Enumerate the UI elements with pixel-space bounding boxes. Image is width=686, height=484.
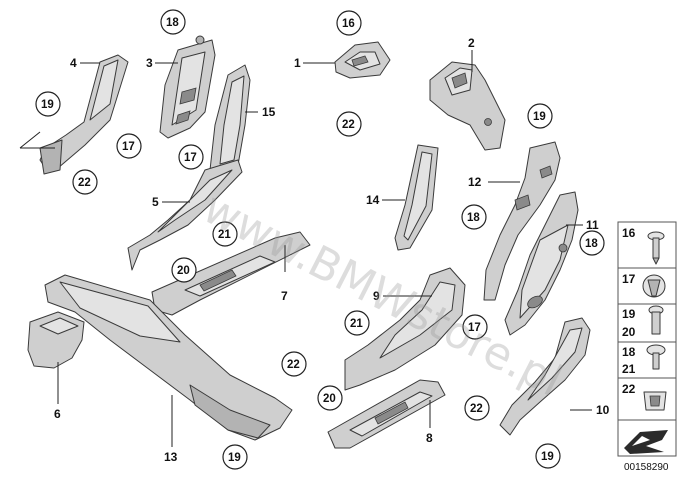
legend-label-18: 18 (622, 345, 636, 359)
svg-text:17: 17 (122, 141, 135, 153)
svg-text:20: 20 (323, 393, 336, 405)
part-12-bracket[interactable] (483, 141, 561, 301)
ref-bubble: 21 (344, 310, 370, 336)
part-15-panel[interactable] (209, 64, 251, 173)
leader-lines (19, 50, 592, 447)
callout-12: 12 (468, 175, 482, 189)
direction-arrow-icon (624, 430, 668, 454)
ref-bubble: 17 (462, 314, 488, 340)
bolt-icon (648, 305, 664, 335)
ref-bubble: 22 (281, 351, 307, 377)
callout-10: 10 (596, 403, 610, 417)
callout-14: 14 (366, 193, 380, 207)
callout-11: 11 (586, 218, 599, 232)
svg-text:21: 21 (218, 229, 231, 241)
ref-bubble: 18 (160, 9, 186, 35)
callout-2: 2 (468, 36, 475, 50)
callout-6: 6 (54, 407, 61, 421)
ref-bubble: 19 (535, 443, 561, 469)
part-5-trim[interactable] (127, 159, 243, 271)
screw-icon (647, 231, 665, 265)
ref-bubble: 16 (336, 10, 362, 36)
ref-bubble: 22 (336, 111, 362, 137)
legend-label-16: 16 (622, 226, 636, 240)
svg-text:17: 17 (468, 322, 481, 334)
part-11-panel[interactable] (504, 191, 579, 336)
callout-7: 7 (281, 289, 288, 303)
callout-9: 9 (373, 289, 380, 303)
ref-bubble: 18 (461, 204, 487, 230)
ref-bubble: 21 (212, 221, 238, 247)
ref-bubble: 17 (116, 133, 142, 159)
svg-text:19: 19 (533, 111, 546, 123)
callout-4: 4 (70, 56, 77, 70)
legend-label-21: 21 (622, 362, 636, 376)
legend-label-17: 17 (622, 272, 636, 286)
svg-text:22: 22 (78, 177, 91, 189)
legend-label-20: 20 (622, 325, 636, 339)
ref-bubble: 19 (222, 444, 248, 470)
svg-text:20: 20 (177, 265, 190, 277)
ref-bubble: 17 (178, 144, 204, 170)
part-6-corner[interactable] (27, 311, 85, 369)
ref-bubble: 22 (72, 169, 98, 195)
callout-3: 3 (146, 56, 153, 70)
ref-bubble: 19 (35, 91, 61, 117)
svg-text:21: 21 (350, 318, 363, 330)
svg-text:19: 19 (541, 451, 554, 463)
nut-clip-icon (643, 391, 667, 411)
svg-text:18: 18 (467, 212, 480, 224)
fastener-legend: 16 17 19 20 18 21 22 (617, 221, 677, 457)
legend-cell-18-21 (617, 341, 677, 379)
clip-icon (642, 274, 666, 298)
ref-bubble: 20 (171, 257, 197, 283)
svg-text:19: 19 (41, 99, 54, 111)
callout-1: 1 (294, 56, 301, 70)
ref-bubble: 20 (317, 385, 343, 411)
ref-bubble: 22 (464, 395, 490, 421)
svg-text:18: 18 (166, 17, 179, 29)
callout-15: 15 (262, 105, 276, 119)
svg-text:22: 22 (287, 359, 300, 371)
part-14-strip[interactable] (394, 144, 439, 251)
part-10-trim[interactable] (499, 317, 591, 436)
part-1-clip[interactable] (334, 41, 391, 79)
svg-text:22: 22 (470, 403, 483, 415)
legend-label-19: 19 (622, 307, 636, 321)
part-2-bracket[interactable] (429, 61, 506, 151)
circled-refs: 18 16 22 19 17 22 17 19 21 20 18 18 21 1… (35, 9, 605, 470)
svg-text:17: 17 (184, 152, 197, 164)
ref-bubble: 18 (579, 230, 605, 256)
callout-5: 5 (152, 195, 159, 209)
svg-text:16: 16 (342, 18, 355, 30)
svg-text:18: 18 (585, 238, 598, 250)
button-screw-icon (646, 344, 666, 370)
part-8-sill-plate[interactable] (327, 379, 446, 449)
part-3-bracket[interactable] (159, 35, 216, 139)
part-13-sill-trim[interactable] (44, 274, 293, 441)
callouts: 4 3 1 2 15 5 14 12 11 9 7 6 13 8 10 (54, 36, 610, 464)
legend-cell-16 (617, 221, 677, 269)
svg-text:22: 22 (342, 119, 355, 131)
part-9-trim[interactable] (344, 267, 466, 391)
callout-8: 8 (426, 431, 433, 445)
svg-text:19: 19 (228, 452, 241, 464)
legend-label-22: 22 (622, 382, 636, 396)
ref-bubble: 19 (527, 103, 553, 129)
document-number: 00158290 (624, 462, 669, 473)
part-7-sill-plate[interactable] (151, 231, 311, 316)
callout-13: 13 (164, 450, 178, 464)
